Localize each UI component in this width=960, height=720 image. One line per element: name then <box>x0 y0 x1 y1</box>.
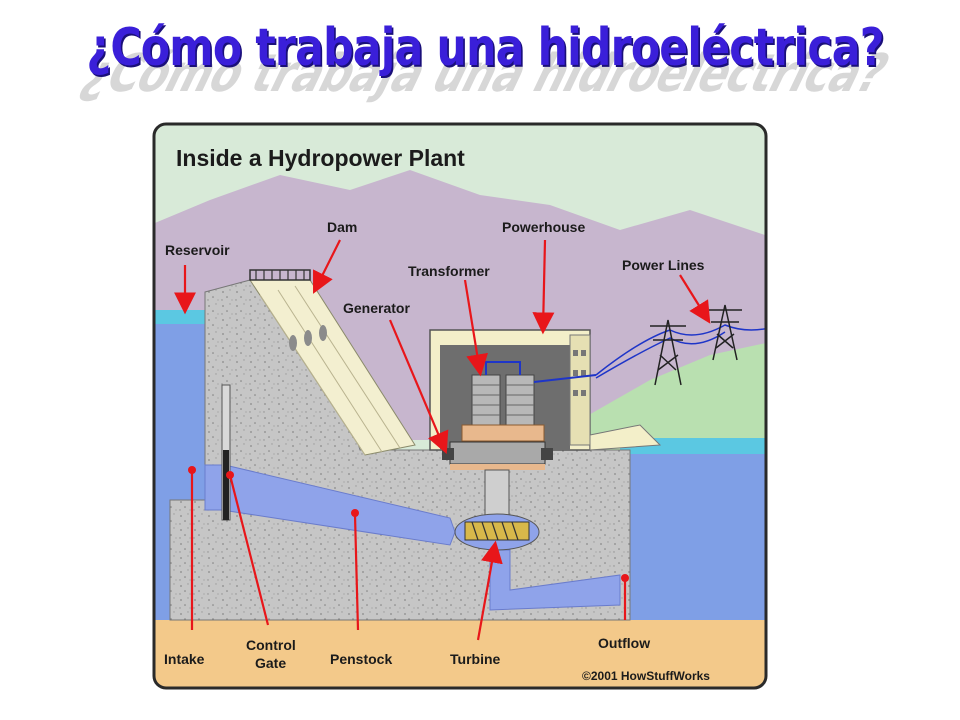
label-penstock: Penstock <box>330 651 392 667</box>
label-powerhouse: Powerhouse <box>502 219 585 235</box>
penstock <box>204 464 456 546</box>
transformer-arrow <box>463 279 489 377</box>
power-tower-right <box>708 304 742 361</box>
label-control-gate-line1: Control <box>246 637 296 653</box>
hydropower-diagram: Inside a Hydropower Plant Reservoir Dam … <box>152 122 768 690</box>
dam-arrow <box>313 239 341 294</box>
slide-title: ¿Cómo trabaja una hidroeléctrica? <box>86 18 884 78</box>
transformer-left <box>471 374 501 426</box>
tailrace-water <box>620 450 766 620</box>
outflow-channel <box>489 549 621 611</box>
power-tower-left <box>650 319 686 386</box>
label-generator: Generator <box>343 300 410 316</box>
label-control-gate-line2: Gate <box>255 655 286 671</box>
label-turbine: Turbine <box>450 651 501 667</box>
power-lines-arrow <box>679 274 711 324</box>
label-reservoir: Reservoir <box>165 242 230 258</box>
label-intake: Intake <box>164 651 205 667</box>
label-power-lines: Power Lines <box>622 257 705 273</box>
label-transformer: Transformer <box>408 263 490 279</box>
transformer-right <box>505 374 535 426</box>
label-outflow: Outflow <box>598 635 650 651</box>
copyright: ©2001 HowStuffWorks <box>582 669 710 683</box>
control-gate <box>223 450 229 520</box>
label-dam: Dam <box>327 219 357 235</box>
generator-arrow <box>388 319 449 455</box>
powerhouse-arrow <box>532 239 555 335</box>
penstock-arrow <box>353 514 360 631</box>
power-line-wires <box>595 324 766 376</box>
turbine-arrow <box>476 540 503 641</box>
ground <box>154 620 766 688</box>
generator <box>449 441 546 465</box>
diagram-frame <box>152 122 768 690</box>
green-hills <box>580 340 766 450</box>
diagram-heading: Inside a Hydropower Plant <box>176 145 465 171</box>
turbine-shaft <box>484 469 510 521</box>
control-gate-arrow <box>228 474 270 626</box>
